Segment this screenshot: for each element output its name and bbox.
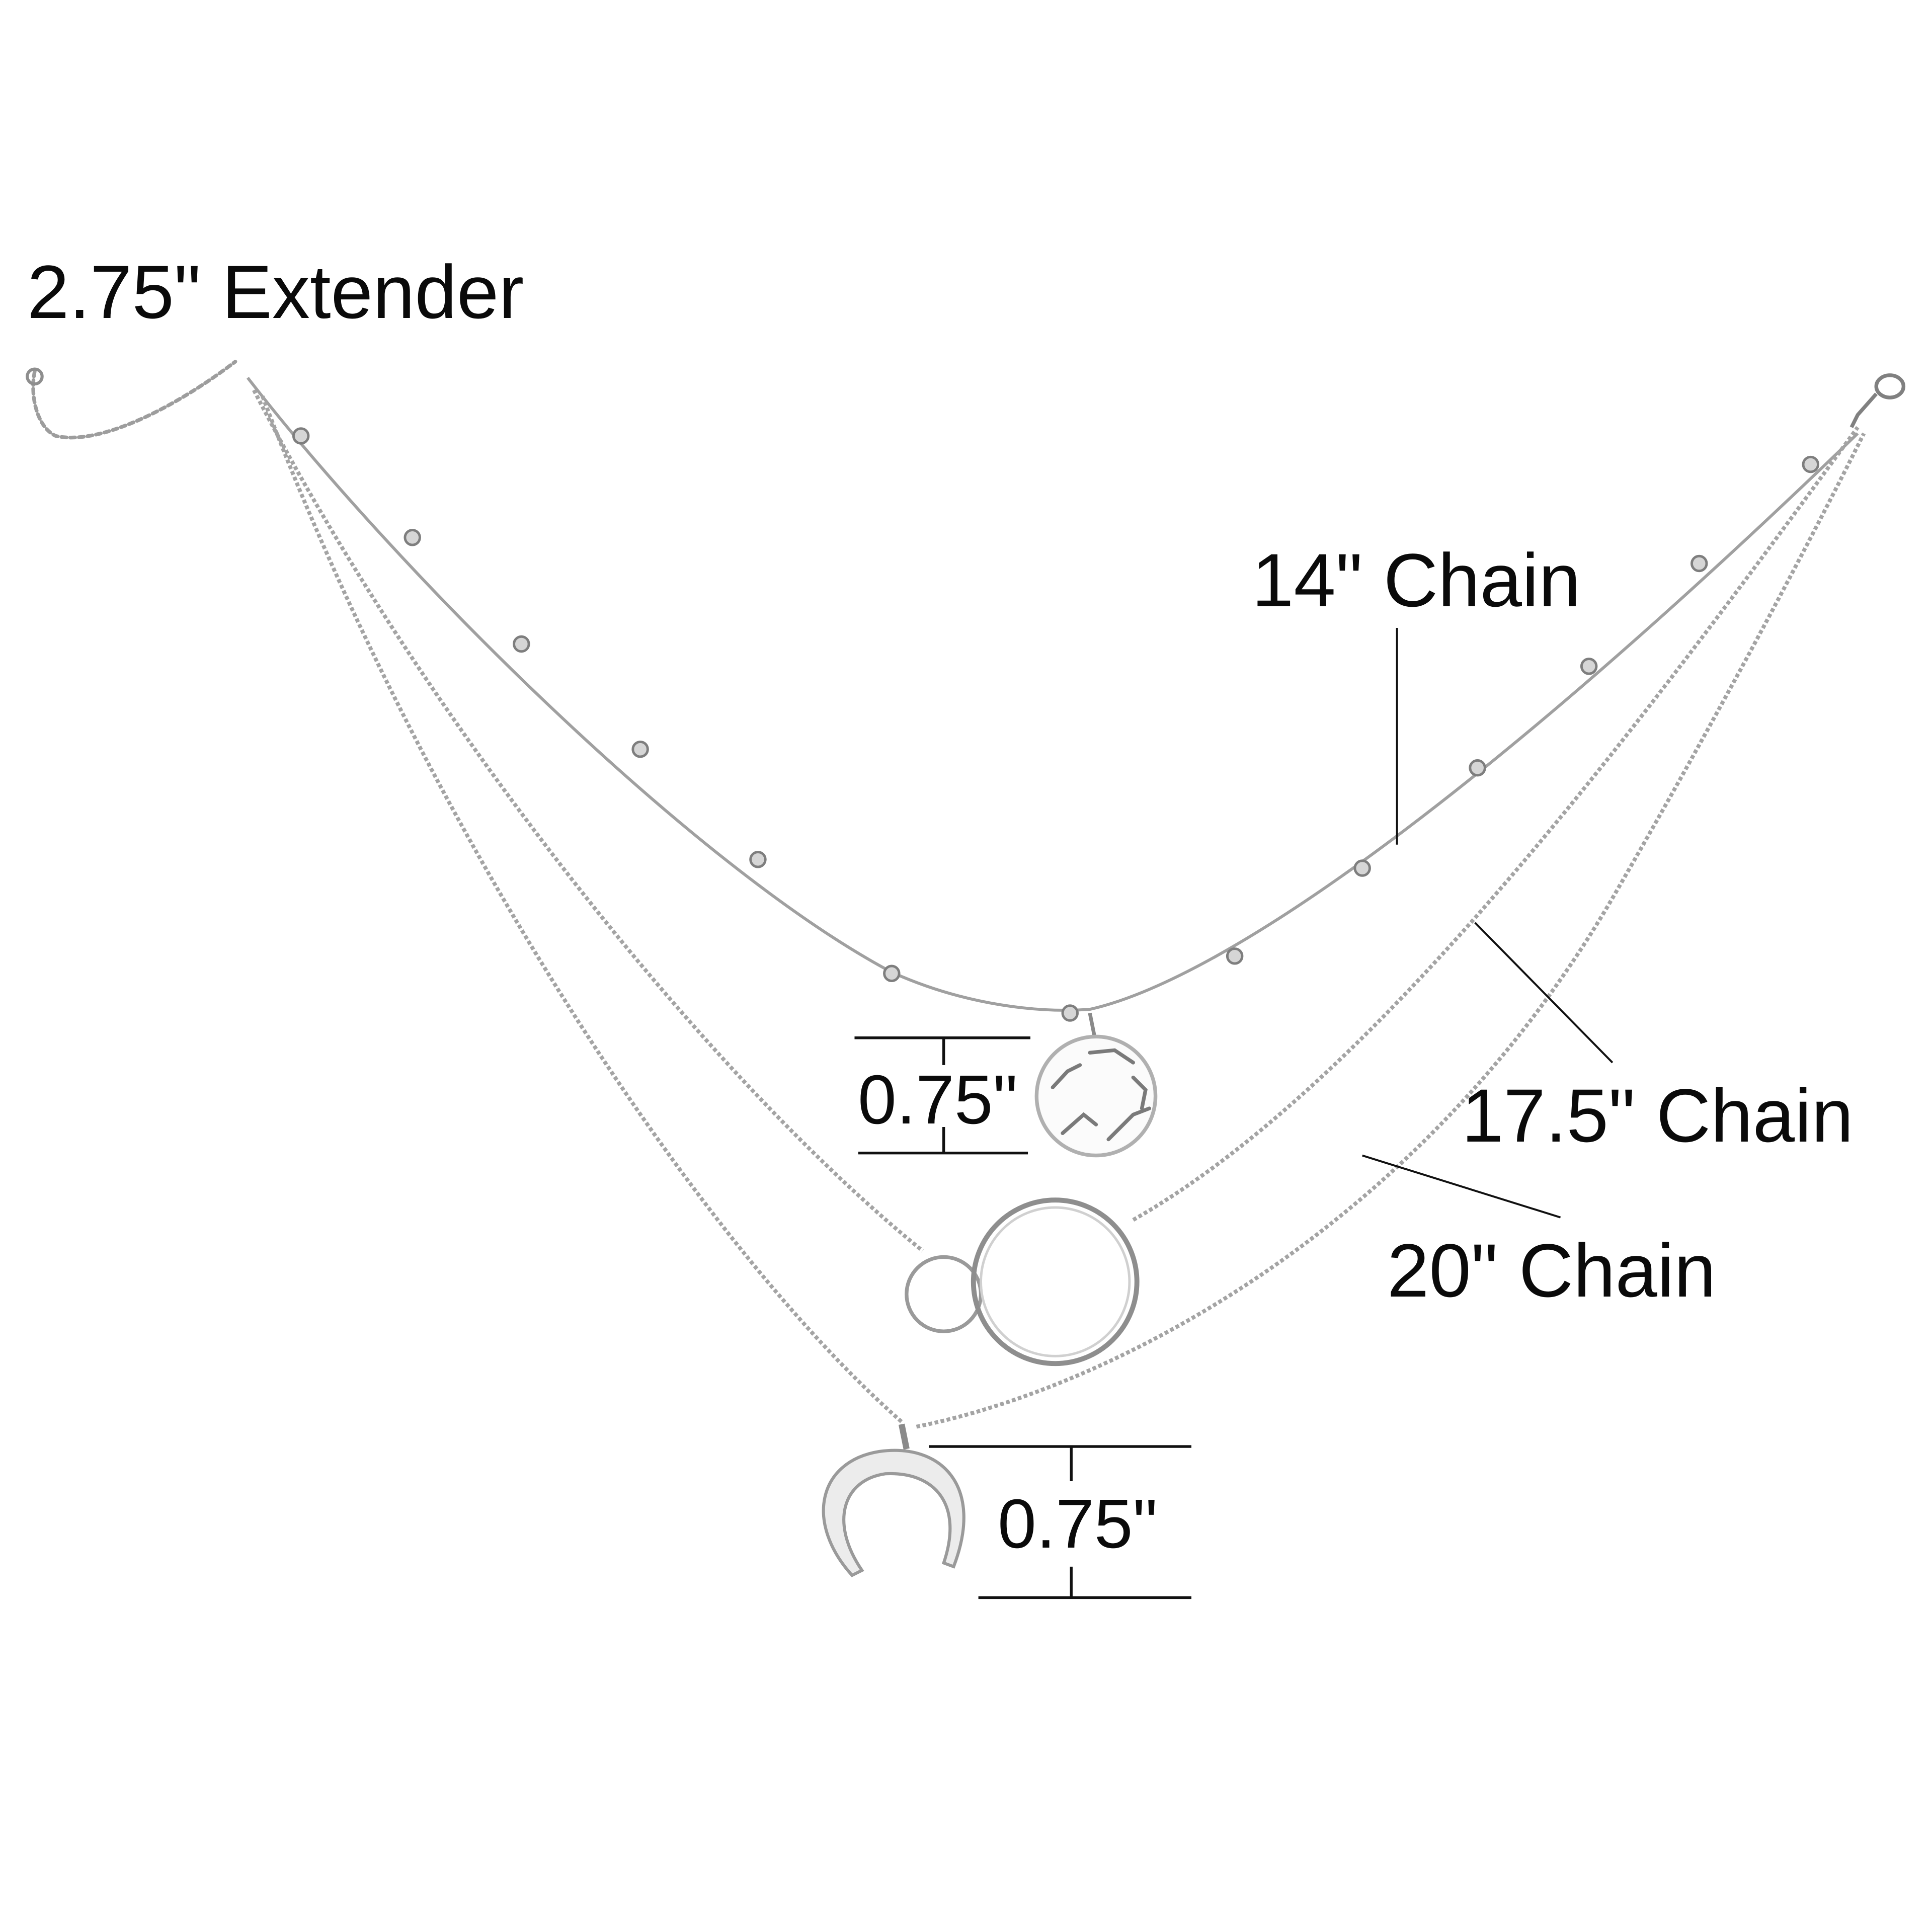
world-map-icon (1051, 1048, 1151, 1142)
extender-end-drop-icon (26, 367, 44, 386)
extender-chain (31, 360, 237, 440)
chain-14-inch (246, 376, 1859, 1012)
chain-20-label: 20" Chain (1387, 1228, 1716, 1313)
chain-17-5-label: 17.5" Chain (1462, 1073, 1854, 1158)
leader-line-20 (1362, 1154, 1561, 1219)
double-circle-pendant (905, 1197, 1140, 1366)
chain-20-inch (261, 395, 1866, 1429)
lobster-clasp-icon (1849, 373, 1906, 428)
disc-pendant-size-label: 0.75" (858, 1061, 1018, 1139)
dimension-mark-crescent (929, 1445, 1191, 1599)
dimension-mark-disc (854, 1036, 1030, 1155)
leader-line-17-5 (1474, 922, 1614, 1064)
chain-17-5-inch (252, 389, 1860, 1253)
leader-lines (1362, 628, 1614, 1219)
chain-14-label: 14" Chain (1252, 538, 1581, 622)
crescent-pendant-size-label: 0.75" (998, 1485, 1158, 1563)
world-map-disc-pendant (1034, 1012, 1158, 1158)
extender-length-label: 2.75" Extender (27, 250, 524, 334)
crescent-moon-pendant (822, 1423, 965, 1577)
chain-14-beads (292, 427, 1819, 1022)
